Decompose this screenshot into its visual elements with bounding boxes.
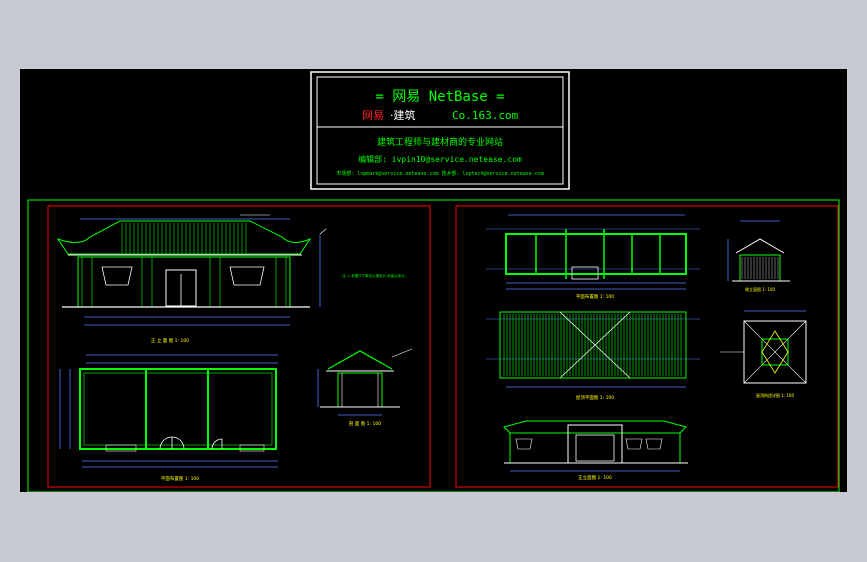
front-elevation-drawing [56,214,327,326]
section-drawing [317,348,413,416]
left-drawing-sheet: 正 立 面 图 1: 100 注: 1.本图尺寸单位以毫米计,标高以米计。 平面… [47,205,431,488]
side-elevation-caption: 侧立面图 1: 100 [745,286,776,292]
banner-slogan: 建筑工程师与建材商的专业网站 [377,136,503,148]
banner-mid-label: ·建筑 [390,108,416,122]
drawing-note-text: 注: 1.本图尺寸单位以毫米计,标高以米计。 [342,273,408,278]
front-elevation-caption: 正 立 面 图 1: 100 [151,337,189,344]
section-caption: 剖 面 图 1: 100 [349,420,381,427]
floor-plan-caption: 平面布置图 1: 100 [161,475,199,482]
roof-detail-caption: 屋顶构造详图 1: 100 [756,392,795,398]
cad-drawing-canvas[interactable]: = 网易 NetBase = 网易 ·建筑 Co.163.com 建筑工程师与建… [20,69,847,492]
side-elevation-drawing [727,220,790,282]
banner-left-label: 网易 [362,109,384,122]
right-floor-plan-caption: 平面布置图 1: 100 [576,293,614,300]
netbase-banner: = 网易 NetBase = 网易 ·建筑 Co.163.com 建筑工程师与建… [310,71,570,190]
floor-plan-drawing [59,354,278,468]
outer-drawing-frame [27,199,840,492]
banner-title: = 网易 NetBase = [375,89,504,105]
right-front-elevation-caption: 正立面图 1: 100 [578,474,612,481]
banner-contact-line: 市场部: lvpmark@service.netease.com 技术部: lv… [336,170,544,177]
right-floor-plan-drawing [486,214,700,290]
roof-plan-drawing [486,311,700,388]
left-sheet-border [47,205,431,488]
banner-editor-line: 编辑部: ivpin10@service.netease.com [358,154,522,164]
right-drawing-sheet: 平面布置图 1: 100 屋顶平面图 1: 100 正立面图 1: 100 [455,205,839,488]
right-front-elevation-drawing [503,420,688,472]
banner-domain-label: Co.163.com [452,109,519,122]
roof-plan-caption: 屋顶平面图 1: 100 [576,395,614,401]
cad-drawing-viewport[interactable]: = 网易 NetBase = 网易 ·建筑 Co.163.com 建筑工程师与建… [20,69,847,492]
roof-detail-drawing [720,310,807,384]
right-sheet-border [455,205,839,488]
